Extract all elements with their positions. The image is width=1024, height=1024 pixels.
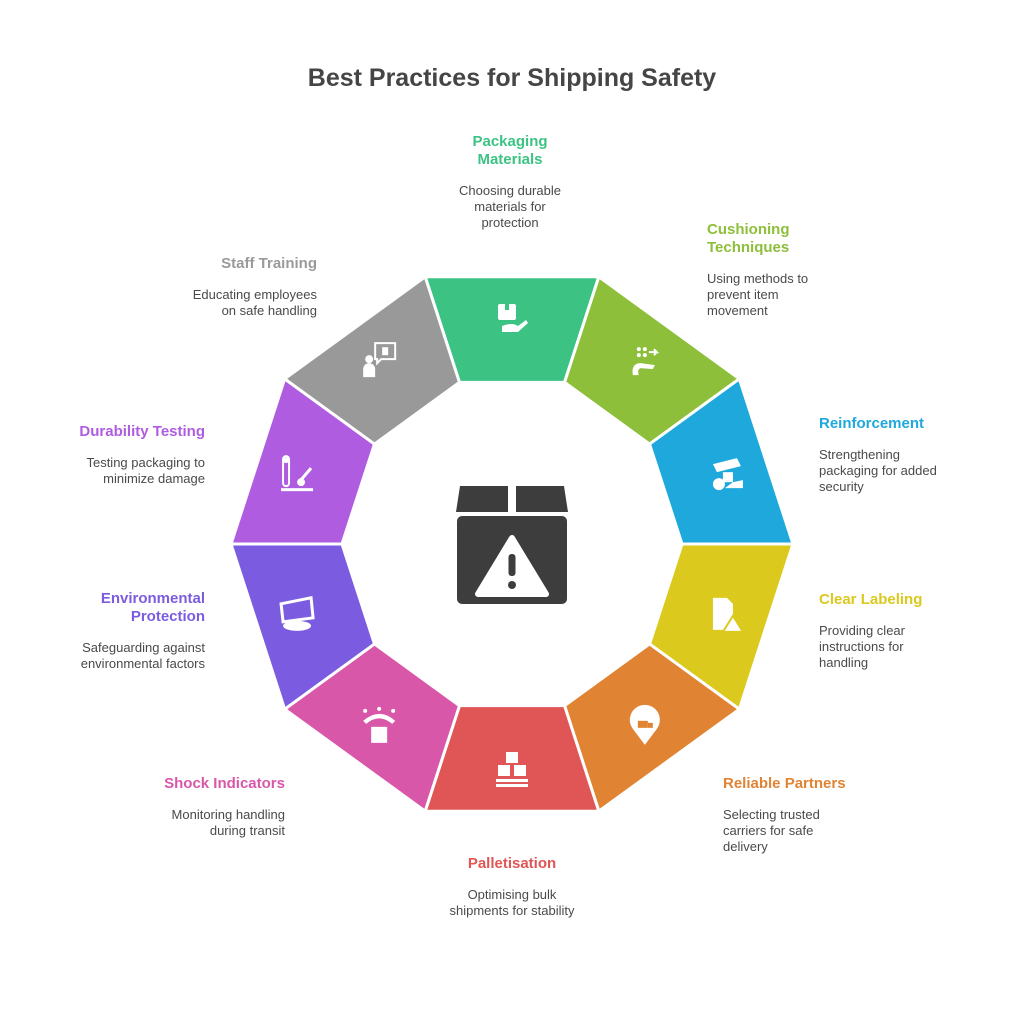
delivery-pin-icon bbox=[629, 704, 660, 745]
label-title-line: Clear Labeling bbox=[819, 591, 923, 608]
label-description-line: delivery bbox=[723, 839, 768, 854]
label-description-line: protection bbox=[481, 215, 539, 230]
label-description-line: Choosing durable bbox=[459, 183, 561, 198]
label-description-line: movement bbox=[707, 303, 768, 318]
pallet-boxes-icon bbox=[496, 752, 528, 787]
label-description-line: Monitoring handling bbox=[171, 807, 285, 822]
label-title-line: Shock Indicators bbox=[164, 775, 285, 792]
diagram-title: Best Practices for Shipping Safety bbox=[307, 64, 717, 92]
test-gauge-icon bbox=[281, 455, 314, 492]
label-title-line: Cushioning bbox=[707, 221, 790, 238]
label-description-line: minimize damage bbox=[103, 471, 205, 486]
label-description-line: environmental factors bbox=[80, 656, 205, 671]
label-description-line: carriers for safe bbox=[723, 823, 814, 838]
label-description-line: Strengthening bbox=[819, 447, 900, 462]
label-description-line: packaging for added bbox=[819, 463, 937, 478]
label-title-line: Reinforcement bbox=[819, 415, 925, 432]
label-description-line: prevent item bbox=[707, 287, 779, 302]
segment-palletisation bbox=[423, 704, 601, 813]
label-title: Durability Testing bbox=[5, 423, 205, 441]
label-description-line: on safe handling bbox=[221, 303, 317, 318]
label-description-line: Optimising bulk bbox=[467, 887, 557, 902]
label-warning-icon bbox=[712, 597, 745, 633]
label-title-line: Durability Testing bbox=[79, 423, 205, 440]
trainer-board-icon bbox=[363, 342, 397, 378]
label-title-line: Staff Training bbox=[221, 255, 317, 272]
label-description-line: shipments for stability bbox=[449, 903, 575, 918]
label-title-line: Environmental bbox=[100, 590, 205, 607]
label-description-line: instructions for bbox=[819, 639, 904, 654]
label-title: Palletisation bbox=[412, 855, 612, 873]
label-title: Staff Training bbox=[117, 255, 317, 273]
segment-reinforcement bbox=[648, 377, 795, 546]
label-title-line: Reliable Partners bbox=[723, 775, 846, 792]
label-title-line: Protection bbox=[130, 608, 205, 625]
label-description-line: Educating employees bbox=[192, 287, 317, 302]
segment-staff bbox=[283, 275, 461, 446]
label-description-line: materials for bbox=[474, 199, 546, 214]
label-description-line: Safeguarding against bbox=[82, 640, 205, 655]
label-description-line: Selecting trusted bbox=[723, 807, 820, 822]
label-title-line: Techniques bbox=[707, 239, 790, 256]
shock-box-icon bbox=[363, 706, 396, 743]
label-title: Reinforcement bbox=[819, 415, 1019, 433]
label-description-line: handling bbox=[819, 655, 869, 670]
tape-roll-icon bbox=[712, 458, 743, 491]
label-description-line: Providing clear bbox=[819, 623, 905, 638]
label-description-line: during transit bbox=[209, 823, 285, 838]
label-description-line: Using methods to bbox=[707, 271, 809, 286]
label-description-line: security bbox=[819, 479, 864, 494]
label-title-line: Packaging bbox=[472, 133, 548, 150]
package-warning-icon bbox=[456, 486, 568, 604]
label-title-line: Materials bbox=[477, 151, 543, 168]
label-title: Reliable Partners bbox=[723, 775, 923, 793]
package-hand-icon bbox=[498, 304, 528, 332]
cushion-icon bbox=[632, 347, 660, 376]
label-title-line: Palletisation bbox=[467, 855, 557, 872]
label-title: Shock Indicators bbox=[85, 775, 285, 793]
protected-box-icon bbox=[279, 596, 315, 631]
label-title: Clear Labeling bbox=[819, 591, 1019, 609]
label-description-line: Testing packaging to bbox=[86, 455, 205, 470]
